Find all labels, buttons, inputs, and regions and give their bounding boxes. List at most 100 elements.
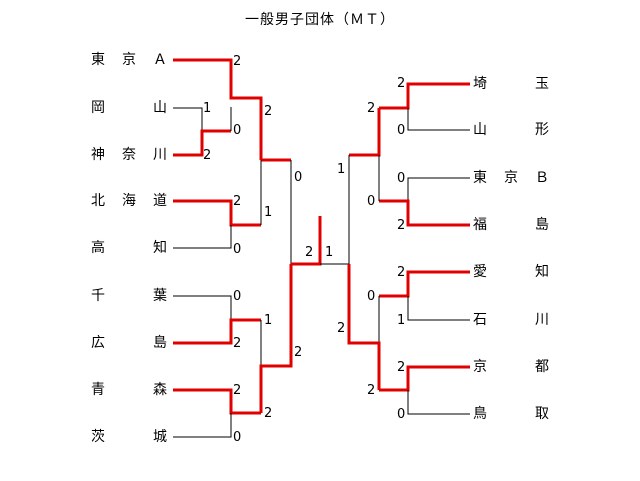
team-name: 鳥取: [472, 406, 550, 422]
right-team-char: 東: [473, 170, 487, 186]
left-team-char: 葉: [153, 288, 167, 304]
bracket-line: [173, 295, 232, 320]
left-team-char: 海: [122, 193, 136, 209]
score-kanagawa: 2: [203, 148, 212, 163]
team-name: 山形: [472, 122, 550, 138]
score-final-left: 2: [305, 245, 314, 260]
score-aomori: 2: [233, 383, 242, 398]
right-team-char: Ｂ: [535, 170, 549, 186]
winner-path: [173, 129, 231, 157]
score-tokyo-a: 2: [233, 54, 242, 69]
score-okayama-kanagawa-winner: 0: [233, 123, 242, 138]
score-kochi: 0: [233, 242, 242, 257]
team-name: 愛知: [472, 264, 550, 280]
right-team-char: 愛: [473, 264, 487, 280]
right-team-char: 都: [535, 359, 549, 375]
score-hokkaido: 2: [233, 194, 242, 209]
score-aichi: 2: [397, 265, 406, 280]
right-team-char: 山: [473, 122, 487, 138]
right-team-char: 福: [473, 217, 487, 233]
right-team-char: 川: [535, 312, 549, 328]
team-name: 広島: [90, 335, 168, 351]
score-right-top-final: 1: [337, 162, 346, 177]
winner-path: [173, 318, 261, 345]
score-hokkaido-kochi-winner: 1: [264, 205, 273, 220]
left-team-char: 東: [91, 52, 105, 68]
team-name: 高知: [90, 240, 168, 256]
team-name: 神奈川: [90, 147, 168, 163]
right-team-char: 石: [473, 312, 487, 328]
team-name: 福島: [472, 217, 550, 233]
bracket-line: [407, 296, 470, 321]
right-team-char: 取: [535, 406, 549, 422]
right-team-char: 鳥: [473, 406, 487, 422]
bracket-line: [407, 177, 470, 201]
winner-path: [347, 264, 381, 390]
score-saitama: 2: [397, 76, 406, 91]
right-team-char: 玉: [535, 76, 549, 92]
left-team-char: 茨: [91, 429, 105, 445]
winner-path: [173, 58, 263, 160]
left-team-char: 川: [153, 147, 167, 163]
team-name: 京都: [472, 359, 550, 375]
score-yamagata: 0: [397, 123, 406, 138]
bracket-line: [173, 225, 232, 249]
page-title: 一般男子団体（ＭＴ）: [245, 12, 395, 28]
score-hiroshima: 2: [233, 336, 242, 351]
winner-path: [379, 82, 470, 110]
team-name: 埼玉: [472, 76, 550, 92]
winner-path: [173, 388, 261, 415]
winner-path: [379, 199, 470, 227]
team-name: 青森: [90, 382, 168, 398]
left-team-char: 広: [91, 335, 105, 351]
right-team-char: 島: [535, 217, 549, 233]
winner-path: [379, 365, 470, 392]
left-team-char: 島: [153, 335, 167, 351]
score-left-top-winner: 2: [264, 104, 273, 119]
score-saitama-yamagata-winner: 2: [367, 101, 376, 116]
left-team-char: 千: [91, 288, 105, 304]
bracket-line: [407, 108, 470, 131]
score-chiba: 0: [233, 289, 242, 304]
left-team-char: 岡: [91, 100, 105, 116]
bracket-line: [173, 107, 203, 131]
winner-path: [379, 270, 470, 298]
score-tokyo-b-fukushima-winner: 0: [367, 194, 376, 209]
score-ishikawa: 1: [397, 313, 406, 328]
left-team-char: 森: [153, 382, 167, 398]
score-ibaraki: 0: [233, 430, 242, 445]
score-tottori: 0: [397, 407, 406, 422]
winner-path: [173, 199, 261, 227]
winner-path: [259, 264, 293, 413]
left-team-char: 知: [153, 240, 167, 256]
bracket-line: [173, 413, 232, 438]
score-kyoto-tottori-winner: 2: [367, 383, 376, 398]
team-name: 千葉: [90, 288, 168, 304]
team-name: 茨城: [90, 429, 168, 445]
team-name: 北海道: [90, 193, 168, 209]
left-team-char: 北: [91, 193, 105, 209]
bracket-line: [407, 390, 470, 415]
score-final-right: 1: [325, 245, 334, 260]
left-team-char: 高: [91, 240, 105, 256]
score-chiba-hiroshima-winner: 1: [264, 313, 273, 328]
left-team-char: 奈: [122, 147, 136, 163]
right-team-char: 形: [535, 122, 549, 138]
left-team-char: Ａ: [153, 52, 167, 68]
left-team-char: 城: [153, 429, 167, 445]
right-team-char: 埼: [473, 76, 487, 92]
team-name: 石川: [472, 312, 550, 328]
right-team-char: 知: [535, 264, 549, 280]
score-left-top-final: 0: [294, 170, 303, 185]
score-kyoto: 2: [397, 360, 406, 375]
team-name: 岡山: [90, 100, 168, 116]
right-team-char: 京: [473, 359, 487, 375]
left-team-char: 京: [122, 52, 136, 68]
left-team-char: 神: [91, 147, 105, 163]
right-team-char: 京: [504, 170, 518, 186]
score-left-bottom-final: 2: [294, 345, 303, 360]
left-team-char: 山: [153, 100, 167, 116]
